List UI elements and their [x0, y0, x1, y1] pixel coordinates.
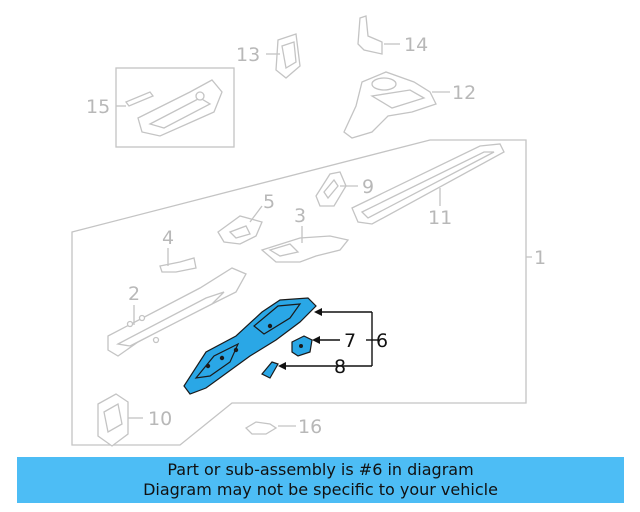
sub-assembly-box-15	[115, 67, 235, 148]
part-7-highlighted-drawing	[291, 335, 313, 357]
callout-14: 14	[404, 34, 428, 56]
callout-2: 2	[128, 283, 140, 305]
arrow-head-7	[312, 336, 320, 344]
part-10-drawing	[97, 393, 129, 447]
part-13-drawing	[275, 33, 301, 79]
callout-3: 3	[294, 205, 306, 227]
part-11-drawing	[351, 143, 505, 225]
part-14-drawing	[357, 15, 383, 55]
callout-1: 1	[534, 247, 546, 269]
callout-10: 10	[148, 408, 172, 430]
callout-15: 15	[86, 96, 110, 118]
part-9-drawing	[315, 171, 347, 207]
callout-7: 7	[344, 330, 356, 352]
assembly-boundary	[71, 139, 527, 446]
arrow-head-6	[314, 308, 322, 316]
callout-16: 16	[298, 416, 322, 438]
part-5-drawing	[217, 215, 263, 245]
part-6-highlighted-drawing	[183, 297, 317, 395]
callout-8: 8	[334, 356, 346, 378]
part-8-highlighted-drawing	[261, 361, 279, 379]
callout-6: 6	[376, 330, 388, 352]
callout-9: 9	[362, 176, 374, 198]
banner-line-1: Part or sub-assembly is #6 in diagram	[167, 460, 474, 479]
arrow-head-8	[278, 362, 286, 370]
callout-11: 11	[428, 207, 452, 229]
callout-12: 12	[452, 82, 476, 104]
part-4-drawing	[159, 257, 197, 273]
callout-4: 4	[162, 227, 174, 249]
part-15-drawing	[124, 79, 223, 137]
info-banner: Part or sub-assembly is #6 in diagram Di…	[17, 457, 624, 503]
callout-5: 5	[263, 191, 275, 213]
part-2-drawing	[107, 267, 247, 357]
part-12-drawing	[343, 71, 437, 139]
banner-line-2: Diagram may not be specific to your vehi…	[143, 480, 498, 499]
part-3-drawing	[260, 235, 350, 263]
part-16-drawing	[244, 421, 278, 435]
callout-13: 13	[236, 44, 260, 66]
